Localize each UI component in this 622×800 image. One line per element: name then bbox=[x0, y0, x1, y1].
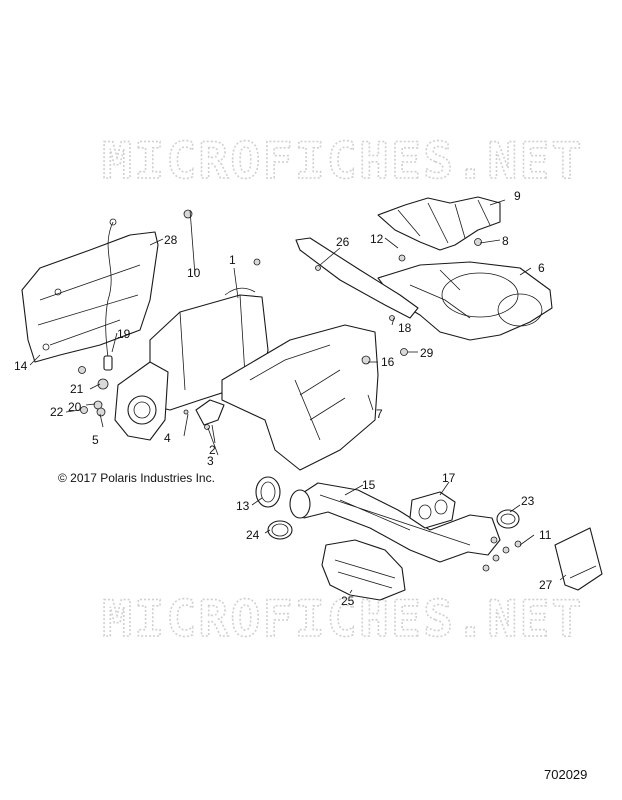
callout-26: 26 bbox=[336, 235, 350, 249]
callout-17: 17 bbox=[442, 471, 456, 485]
part-19-oxygen-sensor bbox=[103, 218, 117, 371]
callout-6: 6 bbox=[538, 261, 545, 275]
callout-14: 14 bbox=[14, 359, 28, 373]
callout-29: 29 bbox=[420, 346, 434, 360]
callout-21: 21 bbox=[70, 382, 84, 396]
fasteners bbox=[78, 209, 522, 572]
callout-19: 19 bbox=[117, 327, 131, 341]
part-23-seal-ring bbox=[496, 509, 520, 529]
callout-16: 16 bbox=[381, 355, 395, 369]
copyright-notice: © 2017 Polaris Industries Inc. bbox=[58, 471, 215, 485]
callout-15: 15 bbox=[362, 478, 376, 492]
callout-25: 25 bbox=[341, 594, 355, 608]
diagram-id: 702029 bbox=[544, 767, 588, 782]
part-17-gasket bbox=[409, 491, 456, 529]
callout-4: 4 bbox=[164, 431, 171, 445]
watermark-top: MICROFICHES.NET bbox=[102, 132, 584, 190]
callout-8: 8 bbox=[502, 234, 509, 248]
callout-12: 12 bbox=[370, 232, 384, 246]
callout-27: 27 bbox=[539, 578, 553, 592]
callout-22: 22 bbox=[50, 405, 64, 419]
callout-28: 28 bbox=[164, 233, 178, 247]
leader-lines bbox=[29, 199, 567, 594]
callout-18: 18 bbox=[398, 321, 412, 335]
callout-5: 5 bbox=[92, 433, 99, 447]
part-25-pipe-shield bbox=[321, 539, 406, 601]
part-27-plate bbox=[554, 527, 603, 591]
catalyst-inlet-end bbox=[114, 361, 169, 441]
callout-1: 1 bbox=[229, 253, 236, 267]
part-7-muffler-shield bbox=[221, 324, 379, 471]
part-6-lower-shield bbox=[377, 261, 553, 341]
callout-24: 24 bbox=[246, 528, 260, 542]
callout-2: 2 bbox=[209, 443, 216, 457]
callout-11: 11 bbox=[539, 528, 552, 542]
watermark-bottom: MICROFICHES.NET bbox=[102, 590, 584, 648]
callout-9: 9 bbox=[514, 189, 521, 203]
callout-20: 20 bbox=[68, 400, 82, 414]
callout-13: 13 bbox=[236, 499, 250, 513]
part-9-heat-shield bbox=[377, 196, 501, 251]
callouts: 1 2 3 4 5 6 7 8 9 10 11 12 13 14 15 16 1… bbox=[14, 189, 553, 608]
part-13-coupler bbox=[255, 476, 281, 508]
callout-3: 3 bbox=[207, 454, 214, 468]
part-24-clamp bbox=[267, 520, 293, 540]
callout-10: 10 bbox=[187, 266, 201, 280]
part-28-left-shield bbox=[21, 231, 159, 363]
part-15-exhaust-pipe bbox=[289, 482, 501, 563]
callout-23: 23 bbox=[521, 494, 535, 508]
callout-7: 7 bbox=[376, 407, 383, 421]
part-2-bracket bbox=[195, 399, 225, 426]
